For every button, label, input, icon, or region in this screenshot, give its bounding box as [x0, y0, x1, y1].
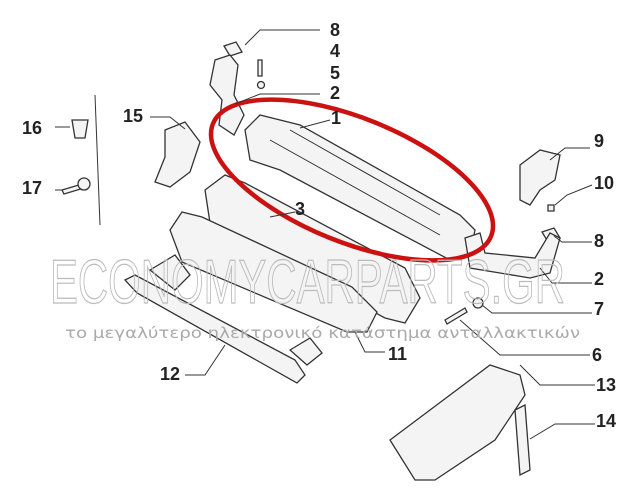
callout-14: 14	[596, 411, 616, 431]
callout-12: 12	[160, 364, 180, 384]
watermark-brand: ECONOMYCARPARTS.GR	[50, 248, 565, 317]
callout-1: 1	[331, 108, 341, 128]
callout-2b: 2	[594, 269, 604, 289]
callout-3: 3	[295, 199, 305, 219]
callout-8b: 8	[594, 231, 604, 251]
callout-9: 9	[594, 131, 604, 151]
callout-2: 2	[330, 83, 340, 103]
callout-6: 6	[592, 345, 602, 365]
callout-13: 13	[596, 375, 616, 395]
callout-17: 17	[22, 178, 42, 198]
leader-lines	[55, 29, 595, 440]
watermark-tagline: το μεγαλύτερο ηλεκτρονικό κατάστημα αντα…	[65, 324, 580, 342]
callout-10: 10	[594, 173, 614, 193]
callout-5: 5	[330, 63, 340, 83]
part-shapes	[61, 41, 561, 481]
callout-7: 7	[594, 299, 604, 319]
callout-15: 15	[123, 106, 143, 126]
callout-8: 8	[330, 20, 340, 40]
callout-11: 11	[388, 344, 407, 364]
callout-numbers: 8 4 5 2 1 16 15 17 3 9 10 8 2 7 6 11 12 …	[22, 20, 616, 431]
callout-4: 4	[330, 41, 340, 61]
callout-16: 16	[22, 118, 42, 138]
highlight-ellipse	[208, 97, 496, 263]
